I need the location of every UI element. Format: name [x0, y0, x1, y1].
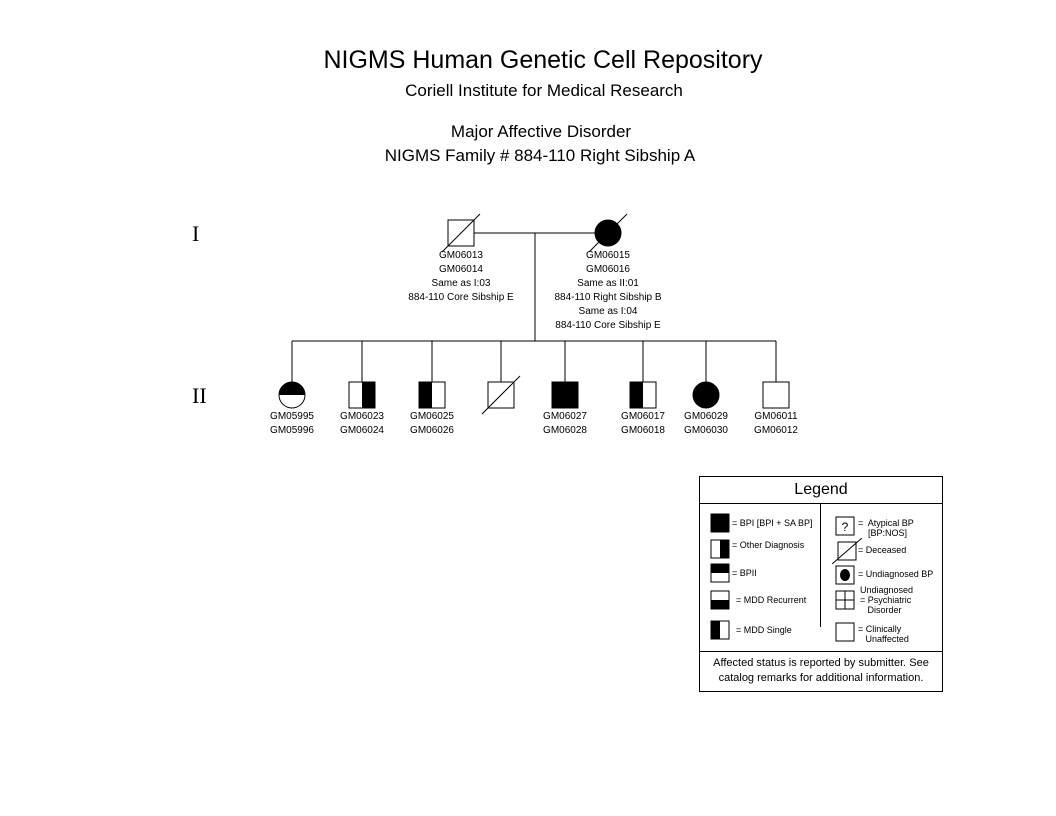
mother-label-line: GM06015 [586, 250, 630, 261]
person-II-7-symbol [692, 381, 720, 409]
legend-mdd_single-icon [710, 620, 730, 640]
legend-mdd_recurrent-label: = MDD Recurrent [736, 595, 807, 605]
legend-undiagnosed_bp-label: = Undiagnosed BP [858, 569, 934, 579]
legend-bpii-icon [710, 563, 730, 583]
legend-bpi-shape [710, 513, 730, 533]
legend-bpi-label: = BPI [BPI + SA BP] [732, 518, 813, 528]
person-II-2-label-line: GM06024 [340, 425, 384, 436]
generation-label-1: I [192, 221, 200, 246]
person-II-6-label-line: GM06018 [621, 425, 665, 436]
legend-undiagnosed_bp-icon [835, 565, 855, 585]
page-title: NIGMS Human Genetic Cell Repository [323, 46, 763, 74]
father-label-line: GM06013 [439, 250, 483, 261]
legend-deceased-slash [832, 538, 862, 564]
family-title: NIGMS Family # 884-110 Right Sibship A [384, 146, 696, 165]
legend-atypical-icon: ? [835, 516, 855, 536]
page-subtitle: Coriell Institute for Medical Research [405, 81, 683, 100]
legend-bpii-label: = BPII [732, 568, 757, 578]
legend-question-mark: ? [842, 520, 849, 534]
legend-other-shape [710, 539, 730, 559]
person-II-1-symbol [278, 381, 306, 409]
legend-undiagnosed_psych-icon [835, 590, 855, 610]
legend-deceased-label: = Deceased [858, 545, 907, 555]
person-II-5-label-line: GM06028 [543, 425, 587, 436]
legend-title: Legend [700, 477, 942, 504]
person-II-7-label-line: GM06030 [684, 425, 728, 436]
legend-mdd_recurrent-shape [710, 590, 730, 610]
person-II-3-label-line: GM06025 [410, 411, 454, 422]
person-II-1-label-line: GM05996 [270, 425, 314, 436]
legend-mdd_single-shape [710, 620, 730, 640]
legend-box: Legend = BPI [BPI + SA BP] = Other Diagno… [699, 476, 943, 692]
person-II-3-label-line: GM06026 [410, 425, 454, 436]
mother-symbol-deceased-slash [588, 213, 628, 253]
legend-mdd_recurrent-icon [710, 590, 730, 610]
father-label-line: 884-110 Core Sibship E [408, 292, 514, 303]
person-II-1-label-line: GM05995 [270, 411, 314, 422]
legend-atypical-label: = Atypical BP [BP:NOS] [858, 518, 914, 538]
mother-label-line: GM06016 [586, 264, 630, 275]
person-II-8-label-line: GM06012 [754, 425, 798, 436]
legend-unaffected-label: = Clinically Unaffected [858, 624, 909, 644]
disorder-title: Major Affective Disorder [450, 122, 632, 141]
legend-unaffected-icon [835, 622, 855, 642]
mother-symbol [588, 213, 628, 253]
legend-undiagnosed_psych-label: Undiagnosed = Psychiatric Disorder [860, 585, 914, 615]
legend-bpi-icon [710, 513, 730, 533]
mother-label-line: Same as II:01 [577, 278, 639, 289]
legend-other-label: = Other Diagnosis [732, 540, 805, 550]
person-II-2-label-line: GM06023 [340, 411, 384, 422]
legend-bpii-shape [710, 563, 730, 583]
legend-other-icon [710, 539, 730, 559]
mother-label-line: 884-110 Core Sibship E [555, 320, 661, 331]
person-II-3-symbol [418, 381, 446, 409]
person-II-8-symbol [762, 381, 790, 409]
generation-label-2: II [192, 383, 207, 408]
person-II-7-label-line: GM06029 [684, 411, 728, 422]
legend-mdd_single-label: = MDD Single [736, 625, 792, 635]
person-II-4-symbol [481, 375, 521, 415]
person-II-8-label-line: GM06011 [754, 411, 798, 422]
person-II-6-label-line: GM06017 [621, 411, 665, 422]
person-II-5-label-line: GM06027 [543, 411, 587, 422]
father-symbol-deceased-slash [441, 213, 481, 253]
legend-deceased-icon [832, 538, 862, 564]
person-II-6-symbol [629, 381, 657, 409]
father-label-line: Same as I:03 [431, 278, 491, 289]
legend-footer: Affected status is reported by submitter… [700, 651, 942, 691]
legend-divider [820, 503, 821, 627]
mother-label-line: 884-110 Right Sibship B [554, 292, 662, 303]
person-II-4-symbol-deceased-slash [481, 375, 521, 415]
person-II-5-symbol [551, 381, 579, 409]
father-label-line: GM06014 [439, 264, 483, 275]
mother-label-line: Same as I:04 [578, 306, 638, 317]
person-II-2-symbol [348, 381, 376, 409]
